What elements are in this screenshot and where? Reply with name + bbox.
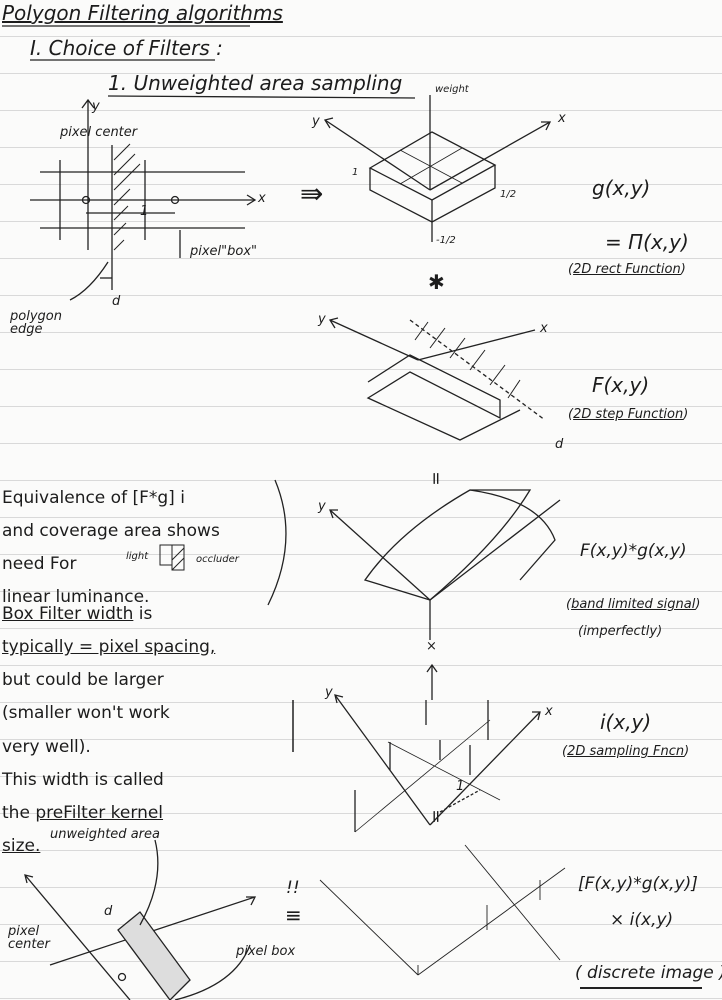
pixel-grid-diagram <box>30 98 257 301</box>
note-line: linear luminance. <box>2 587 150 608</box>
bracket <box>267 479 287 606</box>
polygon-edge-label: polygon edge <box>10 309 62 337</box>
axis-x-label: x <box>258 191 266 206</box>
note-bullet-1: Equivalence of [F*g] i and coverage area… <box>2 482 220 615</box>
step-caption-text: 2D step Function <box>573 407 684 422</box>
rect-caption-text: 2D rect Function <box>573 262 681 277</box>
exclamation-mark: !! <box>286 878 300 898</box>
unweighted-area-diagram <box>24 839 257 1000</box>
band-formula: F(x,y)*g(x,y) <box>580 541 687 561</box>
band-note: (imperfectly) <box>578 624 663 639</box>
discrete-times: × i(x,y) <box>610 910 674 930</box>
band-times: × <box>426 639 437 654</box>
rect-x-label: x <box>558 111 566 126</box>
rect-y-label: y <box>312 114 320 129</box>
axis-y-label: y <box>92 99 100 114</box>
band-y-label: y <box>318 499 326 514</box>
note-line: This width is called <box>2 769 164 790</box>
band-equals: = <box>425 471 446 486</box>
sampling-caption: (2D sampling Fncn) <box>562 744 690 759</box>
bottom-d-label: d <box>104 904 113 919</box>
occluder-label: occluder <box>196 554 239 565</box>
weight-label: weight <box>435 84 469 95</box>
step-d-label: d <box>555 437 564 452</box>
unweighted-area-label: unweighted area <box>50 827 160 842</box>
subsection-heading: 1. Unweighted area sampling <box>108 71 403 95</box>
pi-formula: = Π(x,y) <box>605 230 689 254</box>
bottom-pixel-center-label: pixel center <box>8 924 50 952</box>
discrete-grid-3d <box>319 844 566 976</box>
note-text: is <box>133 604 153 624</box>
rect-neg-half-label: -1/2 <box>436 235 456 246</box>
note-line: and coverage area shows <box>2 521 220 542</box>
note-line: very well). <box>2 736 91 757</box>
rect-height-label: 1 <box>352 167 359 178</box>
rect-caption: (2D rect Function) <box>568 262 686 277</box>
sampling-equals: = <box>425 809 446 824</box>
bottom-pixel-box-label: pixel box <box>236 944 296 959</box>
step-function-3d <box>328 317 546 441</box>
d-label: d <box>112 294 121 309</box>
f-formula: F(x,y) <box>592 373 650 397</box>
sampling-y-label: y <box>325 685 333 700</box>
rect-function-3d <box>323 95 552 242</box>
discrete-caption: ( discrete image ) <box>575 963 722 983</box>
note-line: need For <box>2 554 77 575</box>
step-y-label: y <box>318 312 326 327</box>
note-bullet-2: Box Filter width is typically = pixel sp… <box>2 598 215 863</box>
note-line: size. <box>2 835 41 856</box>
equivalence-symbol: ≡ <box>285 903 302 927</box>
box-filter-width-text: Box Filter width <box>2 604 134 624</box>
occluder-sketch <box>159 544 185 571</box>
note-line: Equivalence of [F*g] i <box>2 488 185 508</box>
convolve-symbol: ✱ <box>428 270 445 294</box>
pixel-center-label: pixel center <box>60 125 138 140</box>
g-formula: g(x,y) <box>592 176 651 200</box>
band-limited-3d <box>329 489 561 700</box>
note-text: the <box>2 802 36 823</box>
discrete-formula: [F(x,y)*g(x,y)] <box>578 874 698 894</box>
step-caption: (2D step Function) <box>568 407 689 422</box>
sampling-grid-3d <box>292 694 541 833</box>
i-formula: i(x,y) <box>600 710 652 734</box>
note-line: (smaller won't work <box>2 703 170 724</box>
note-line: typically = pixel spacing, <box>2 637 216 658</box>
note-line: Box Filter width is <box>2 598 215 631</box>
note-line: the preFilter kernel <box>2 797 215 830</box>
light-label: light <box>126 551 149 562</box>
implies-arrow: ⇛ <box>300 177 324 210</box>
band-caption: (band limited signal) <box>566 597 701 612</box>
prefilter-kernel-text: preFilter kernel <box>35 802 164 823</box>
pixel-box-label: pixel"box" <box>190 244 258 259</box>
band-caption-text: band limited signal <box>571 597 696 612</box>
sampling-caption-text: 2D sampling Fncn <box>567 744 685 759</box>
unit-label: 1 <box>140 204 149 219</box>
page-title: Polygon Filtering algorithms <box>2 1 283 25</box>
discrete-caption-text: discrete image <box>587 963 714 983</box>
step-x-label: x <box>540 321 548 336</box>
sampling-unit: 1 <box>456 779 465 794</box>
title-underlines <box>2 25 416 99</box>
note-line: but could be larger <box>2 670 164 691</box>
rect-half-label: 1/2 <box>500 189 517 200</box>
sampling-x-label: x <box>545 704 553 719</box>
section-heading: I. Choice of Filters : <box>30 36 223 60</box>
